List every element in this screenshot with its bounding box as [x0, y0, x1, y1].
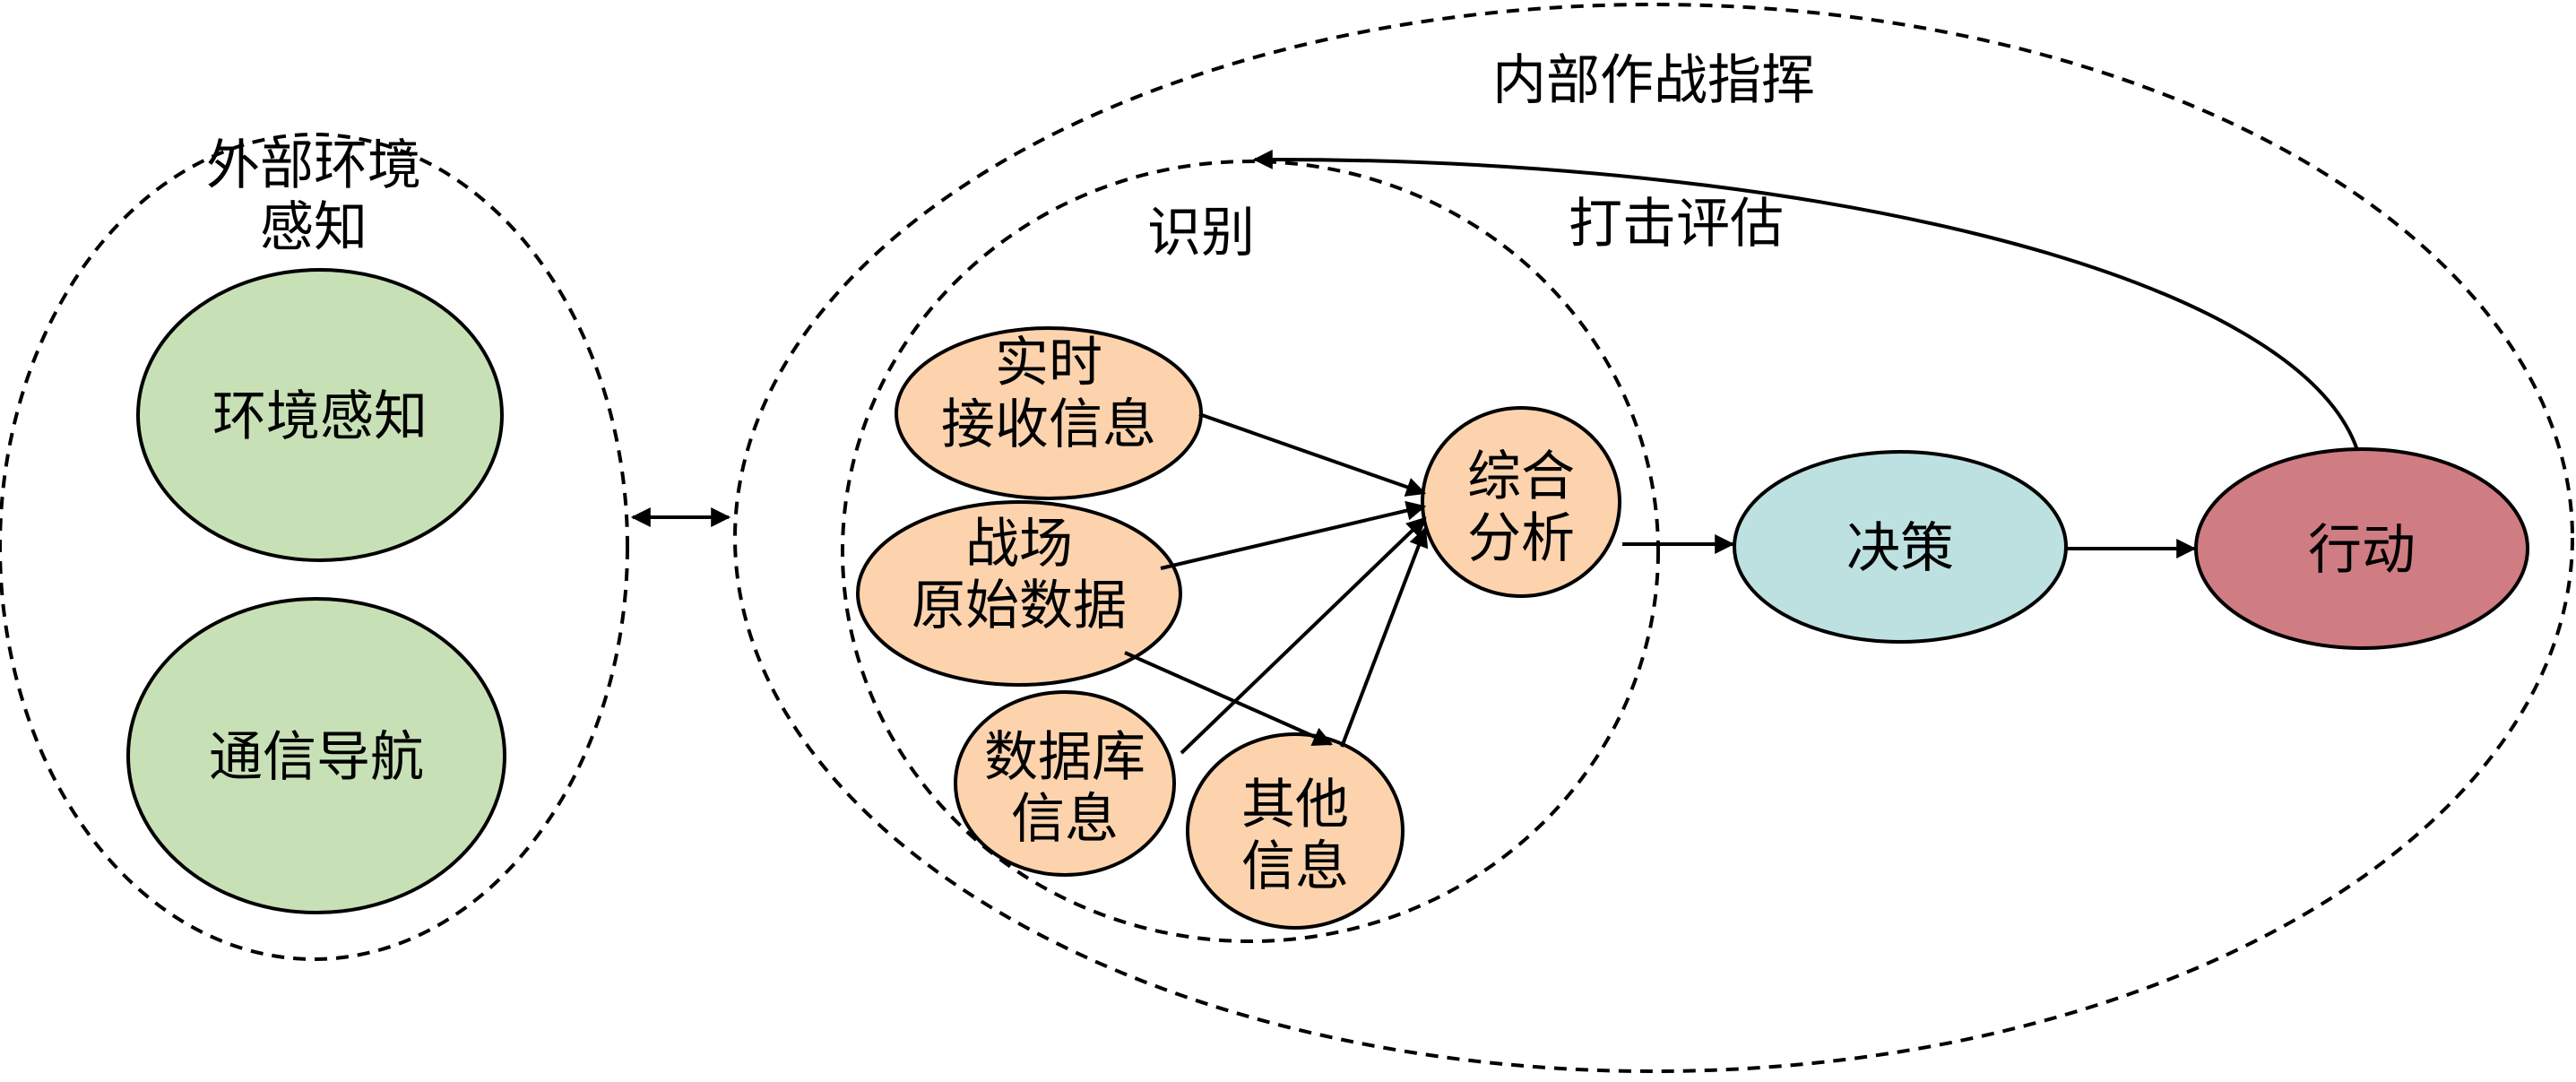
node-battlefield-data: [856, 500, 1182, 687]
internal-group-label: 内部作战指挥: [1492, 49, 1815, 112]
node-env-perception: [136, 268, 504, 562]
arrow-feedback-assessment: [1252, 149, 2359, 451]
node-action-label: 行动: [2308, 519, 2416, 582]
node-database-info: [954, 690, 1176, 877]
arrow-battlefield-to-analysis: [1160, 500, 1427, 570]
node-database-info-label: 数据库信息: [984, 726, 1145, 851]
arrow-battlefield-to-other: [1124, 651, 1334, 747]
node-other-info: [1186, 732, 1405, 930]
node-comprehensive-analysis-label: 综合分析: [1467, 446, 1575, 570]
arrow-other-to-analysis: [1340, 526, 1429, 748]
internal-group-boundary: [733, 3, 2574, 1073]
node-comm-navigation-label: 通信导航: [209, 726, 424, 789]
node-comm-navigation: [126, 597, 506, 914]
node-battlefield-data-label: 战场原始数据: [912, 513, 1127, 637]
external-group-boundary: [0, 133, 629, 961]
node-decision-label: 决策: [1846, 517, 1954, 580]
node-realtime-info-label: 实时接收信息: [941, 332, 1156, 456]
external-group-label: 外部环境感知: [206, 134, 421, 259]
identify-group-boundary: [841, 160, 1660, 943]
arrow-realtime-to-analysis: [1198, 412, 1427, 497]
node-env-perception-label: 环境感知: [212, 385, 428, 448]
node-other-info-label: 其他信息: [1241, 774, 1349, 898]
identify-group-label: 识别: [1147, 202, 1255, 264]
assessment-label: 打击评估: [1569, 193, 1784, 255]
arrow-database-to-analysis: [1180, 516, 1427, 755]
